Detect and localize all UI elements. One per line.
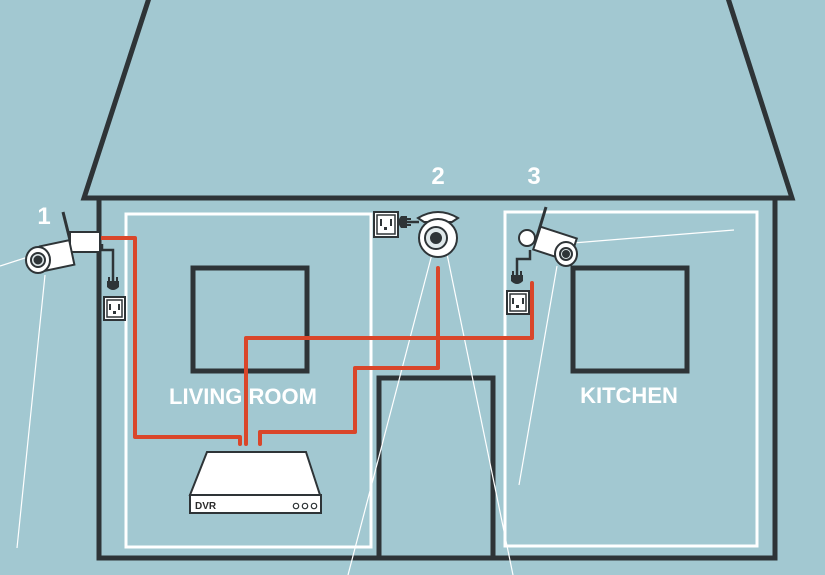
- outlet-icon: [373, 211, 399, 238]
- camera-1-number: 1: [37, 203, 50, 230]
- camera-view-lines: [0, 229, 735, 575]
- camera-cables: [98, 236, 534, 446]
- living-room-label: LIVING ROOM: [169, 384, 317, 409]
- plug-icon: [398, 216, 411, 228]
- camera-3-icon: [518, 206, 579, 267]
- power-cords: [100, 220, 532, 281]
- camera-2-number: 2: [431, 163, 444, 190]
- plug-icon: [107, 277, 119, 290]
- camera-3-number: 3: [527, 163, 540, 190]
- living-room-outline: [124, 212, 373, 549]
- outlet-icon: [506, 290, 530, 315]
- dvr-unit: DVR: [188, 451, 322, 514]
- dvr-indicator-light: [310, 502, 318, 510]
- dvr-indicator-light: [292, 502, 300, 510]
- kitchen-label: KITCHEN: [580, 383, 678, 408]
- camera-2-icon: [416, 211, 460, 258]
- kitchen-window: [570, 265, 690, 374]
- roof: [80, 0, 796, 201]
- dvr-label: DVR: [195, 501, 217, 512]
- front-door: [376, 375, 496, 558]
- dvr-indicator-light: [301, 502, 309, 510]
- outlet-icon: [103, 296, 126, 321]
- plug-icon: [511, 271, 523, 284]
- living-room-window: [190, 265, 310, 374]
- camera-1-icon: [25, 211, 101, 274]
- kitchen-outline: [503, 210, 759, 548]
- house-walls: [96, 195, 778, 561]
